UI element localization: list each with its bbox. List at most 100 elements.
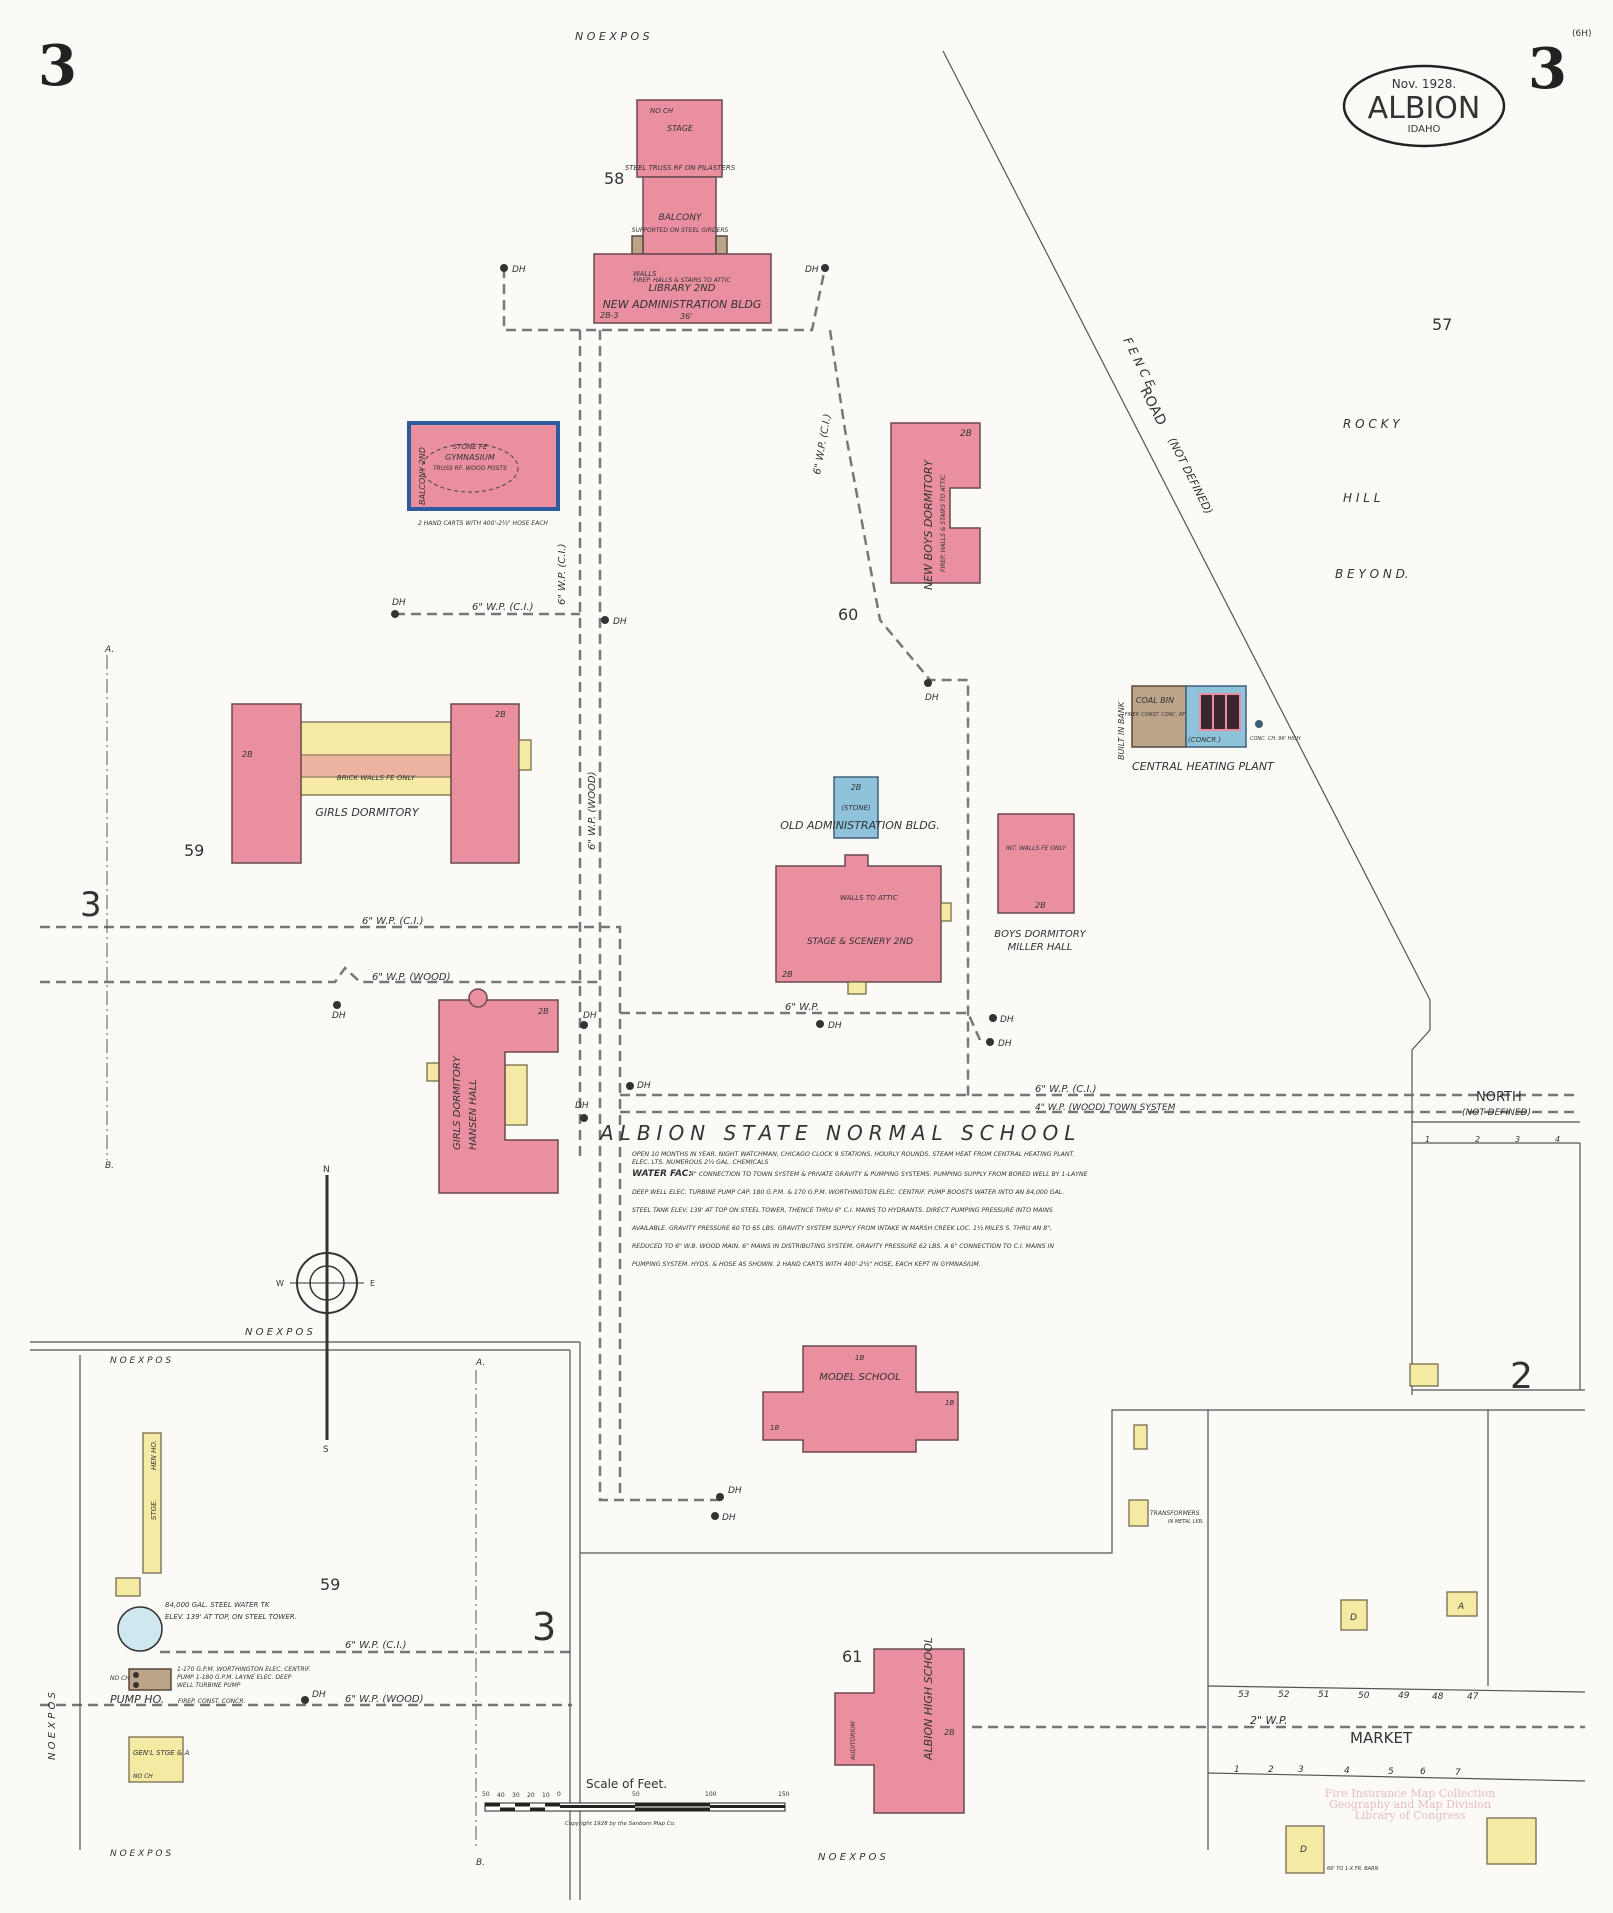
scale-tick: 10 [542,1792,550,1799]
bldg-name: NEW ADMINISTRATION BLDG [603,298,762,311]
bldg-note: BALCONY 2ND [418,447,427,505]
hydrant-label: DH [728,1486,742,1496]
rocky-hill-label: R O C K Y H I L L B E Y O N D. [1335,417,1409,581]
bldg-note: (CONCR.) [1188,736,1221,744]
bldg-note: 2B [851,783,862,792]
address-number: 49 [1398,1691,1410,1701]
bldg-name: TRANSFORMERS [1150,1510,1200,1517]
address-number: 6 [1420,1767,1426,1777]
address-number: 3 [1298,1765,1304,1775]
address-number: 2 [1475,1135,1480,1144]
bldg-name: MILLER HALL [1008,942,1073,953]
address-number: 5 [1388,1767,1394,1777]
block-number: 61 [842,1647,862,1666]
bldg-name: OLD ADMINISTRATION BLDG. [780,819,940,832]
pipe-label: 6" W.P. (C.I.) [1035,1084,1097,1095]
central-heating-plant: COAL BIN FIREP. CONST. CONC. RF (CONCR.)… [1117,685,1301,773]
address-number: 47 [1467,1692,1479,1702]
compass-rose: N S E W [276,1165,375,1455]
map-date: Nov. 1928. [1392,77,1456,91]
dwelling: D [1340,1599,1368,1631]
address-number: 2 [1268,1765,1274,1775]
scale-bar: Scale of Feet. 50 40 30 20 10 0 50 100 1… [482,1777,790,1827]
hydrant-label: DH [722,1513,736,1523]
bldg-note: FIREP. HALLS & STAIRS TO ATTIC [633,277,731,284]
lot-label: B. [105,1161,114,1171]
scale-tick: 50 [632,1791,640,1798]
pipe-label: 6" W.P. [785,1002,819,1013]
bldg-note: NO CH [650,107,674,115]
hydrant-label: DH [828,1021,842,1031]
address-number: 3 [1515,1135,1520,1144]
scale-ticks: 50 40 30 20 10 0 50 100 150 [482,1791,790,1799]
dwelling-label: D [1350,1613,1357,1623]
sheet-number-right: 3 [1528,36,1567,102]
hydrant-label: DH [392,598,406,608]
water-facilities-label: WATER FAC: [632,1169,692,1179]
bldg-note: 2B [782,970,793,979]
hydrants: DH DH DH DH DH DH DH DH DH DH DH DH DH D… [301,264,1014,1704]
hen-house-storage: STGE. HEN HO. [115,1432,162,1597]
bldg-name: NEW BOYS DORMITORY [922,459,935,590]
bldg-note: 2B [538,1007,549,1016]
tank-note: 84,000 GAL. STEEL WATER TK [165,1601,271,1609]
bldg-name: CENTRAL HEATING PLANT [1132,760,1275,773]
bldg-name: HEN HO. [150,1440,158,1470]
pipe-label: 6" W.P. (WOOD) [345,1694,424,1705]
pipe-label: 6" W.P. (C.I.) [345,1640,407,1651]
pipe-label: 6" W.P. (WOOD) [372,972,451,983]
school-title: ALBION STATE NORMAL SCHOOL [598,1121,1081,1145]
block-number: 58 [604,169,624,188]
market-addresses-north: 53 52 51 50 49 48 47 [1238,1690,1479,1702]
hydrant-label: DH [637,1081,651,1091]
block-number: 60 [838,605,858,624]
address-number: 50 [1358,1691,1370,1701]
bldg-note: 1B [770,1424,779,1432]
bldg-note: 1-170 G.P.M. WORTHINGTON ELEC. CENTRIF. [177,1666,311,1673]
hydrant-label: DH [332,1011,346,1021]
address-number: 48 [1432,1692,1444,1702]
scale-tick: 20 [527,1792,535,1799]
bldg-note: WALLS TO ATTIC [840,894,898,902]
bldg-note: CONC. CH. 96' HIGH [1250,736,1301,742]
pipe-label: 6" W.P. (C.I.) [557,544,568,606]
sheet-ref-bottom: 3 [532,1605,556,1649]
no-expos-top: N O E X P O S [575,30,650,43]
bldg-name: STGE. [150,1499,158,1520]
rocky-text: R O C K Y [1343,417,1401,431]
copyright: Copyright 1928 by the Sanborn Map Co. [565,1821,676,1827]
scale-tick: 30 [512,1792,520,1799]
scale-tick: 100 [705,1791,717,1798]
bldg-note: STAGE & SCENERY 2ND [807,937,913,947]
beyond-text: B E Y O N D. [1335,567,1409,581]
pump-house: NO CH 1-170 G.P.M. WORTHINGTON ELEC. CEN… [110,1666,311,1706]
hill-text: H I L L [1343,491,1380,505]
new-boys-dormitory: 2B NEW BOYS DORMITORY FIREP. HALLS & STA… [890,422,981,590]
pipe-label: 4" W.P. (WOOD) TOWN SYSTEM [1035,1103,1176,1113]
bldg-note: NO CH [110,1675,130,1682]
compass-w: W [276,1279,284,1288]
dwelling-corner [1486,1817,1537,1865]
streets: NORTH (NOT DEFINED) 1 2 3 4 MARKET 53 52… [1234,1090,1560,1778]
water-note: PUMPING SYSTEM. HYDS. & HOSE AS SHOWN. 2… [632,1260,981,1268]
lot-label: A. [104,645,114,655]
bldg-note: WELL TURBINE PUMP [177,1682,241,1689]
address-number: 4 [1344,1766,1350,1776]
school-note: ELEC. LTS. NUMEROUS 2½ GAL. CHEMICALS [632,1158,769,1166]
dwelling-label: A [1457,1602,1464,1612]
lot-label: B. [476,1858,485,1868]
general-storage: GEN'L STGE & A NO CH [128,1736,190,1783]
gymnasium: STONE FE GYMNASIUM TRUSS RF. WOOD POSTS … [407,421,560,527]
sheet-number-left: 3 [38,33,77,99]
stamp-line: Library of Congress [1354,1809,1465,1822]
bldg-note: 1B [855,1354,864,1362]
compass-e: E [370,1279,375,1288]
small-shed [1409,1363,1439,1387]
corner-note: (6H) [1572,29,1592,39]
lot-label: A. [475,1358,485,1368]
street-north: NORTH [1476,1090,1522,1105]
bldg-note: 1B [945,1399,954,1407]
bldg-note: 2B [960,429,972,439]
bldg-note: STONE FE [453,443,488,451]
